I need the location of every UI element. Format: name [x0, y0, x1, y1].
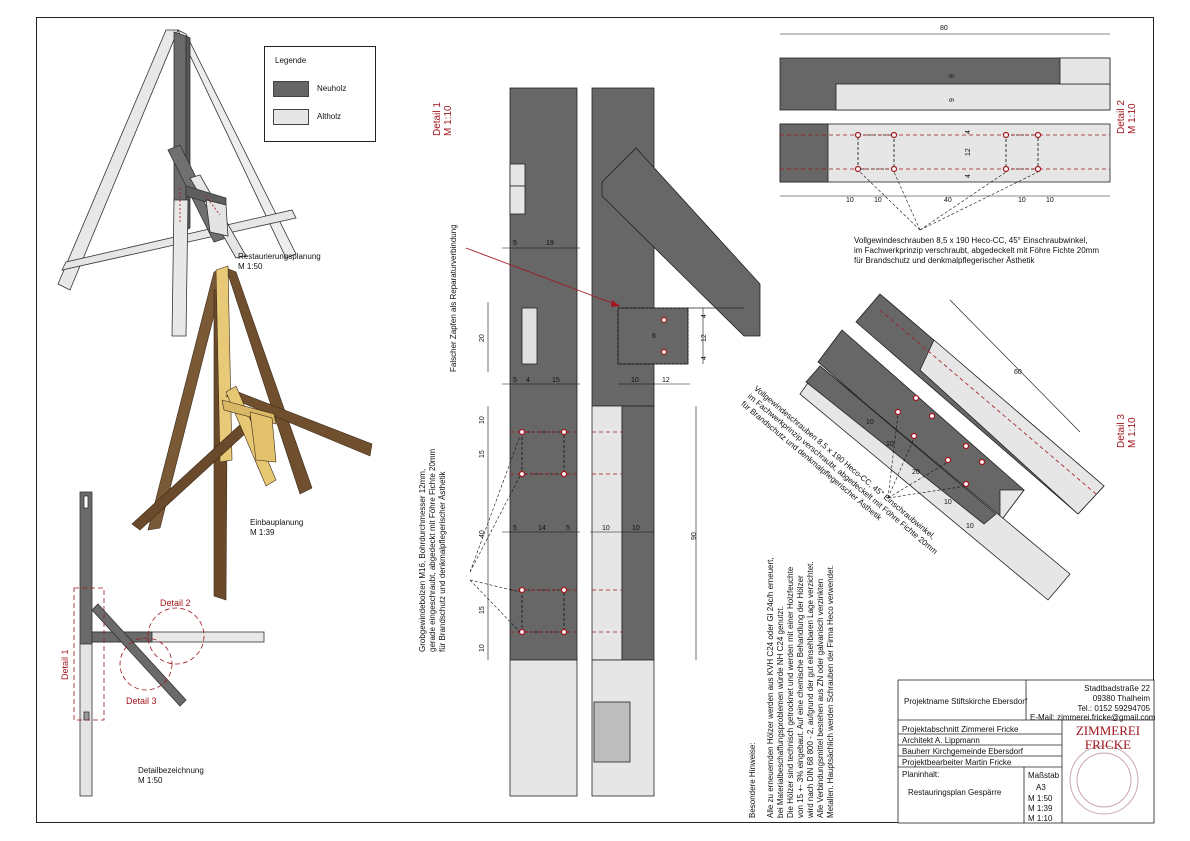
dim-label: 10 — [944, 499, 952, 506]
dim-label: 10 — [966, 523, 974, 530]
tb-massstab-label: Maßstab — [1028, 771, 1060, 780]
dim-label: 10 — [479, 644, 486, 652]
dim-label: 5 — [513, 377, 517, 384]
dim-label: 10 — [631, 377, 639, 384]
detail1-dimlines — [487, 247, 704, 660]
tb-planinhalt: Restauringsplan Gespärre — [908, 788, 1002, 797]
tb-scale-1: M 1:50 — [1028, 794, 1053, 803]
detail1-drawing — [509, 87, 761, 797]
logo-circle — [1069, 745, 1139, 815]
zapfen-note: Falscher Zapfen als Reparaturverbindung — [449, 224, 458, 372]
einbau-scale: M 1:39 — [250, 528, 275, 537]
dim-label: 4 — [701, 314, 708, 318]
dim-label: 10 — [866, 419, 874, 426]
tb-format: A3 — [1036, 783, 1046, 792]
zapfen-arrow — [465, 247, 621, 307]
dim-label: 40 — [479, 530, 486, 538]
callout-detail-3: Detail 3 — [126, 696, 157, 706]
legend-item-neuholz: Neuholz — [317, 84, 347, 93]
dim-label: 10 — [1046, 197, 1054, 204]
callout-detail-2: Detail 2 — [160, 598, 191, 608]
detailbez-view — [73, 491, 265, 797]
dim-label: 40 — [944, 197, 952, 204]
dim-label: 4 — [701, 356, 708, 360]
tb-bauherr: Bauherr Kirchgemeinde Ebersdorf — [902, 747, 1023, 756]
dim-label: 4 — [965, 174, 972, 178]
detail1-screw-dots — [518, 316, 668, 636]
dim-label: 15 — [479, 606, 486, 614]
titleblock-frame — [897, 679, 1155, 824]
detail2-screw-dots — [854, 131, 1042, 173]
dim-label: 10 — [632, 525, 640, 532]
legend-item-altholz: Altholz — [317, 112, 342, 121]
detail1-screws — [510, 431, 622, 633]
dim-label: 15 — [552, 377, 560, 384]
tb-scale-2: M 1:39 — [1028, 804, 1053, 813]
dim-label: 12 — [662, 377, 670, 384]
einbau-title: Einbauplanung — [250, 518, 304, 527]
legend-title: Legende — [275, 56, 307, 65]
dim-label: 10 — [479, 416, 486, 424]
dim-label: 4 — [526, 377, 530, 384]
dim-label: 10 — [874, 197, 882, 204]
tb-address: Stadtbadstraße 22 09380 Thalheim Tel.: 0… — [1077, 684, 1150, 713]
tb-scale-3: M 1:10 — [1028, 814, 1053, 823]
restaurierung-title: Restaurierungsplanung — [238, 252, 321, 261]
dim-label: 10 — [886, 441, 894, 448]
neuholz-swatch — [273, 81, 309, 97]
detail3-drawing — [799, 293, 1105, 601]
dim-label: 12 — [965, 148, 972, 156]
detailbez-scale: M 1:50 — [138, 776, 163, 785]
tb-abschnitt: Projektabschnitt Zimmerei Fricke — [902, 725, 1019, 734]
detail1-leaders — [469, 435, 521, 633]
dim-label: 10 — [1018, 197, 1026, 204]
restaurierung-view — [57, 29, 297, 337]
dim-label: 80 — [940, 25, 948, 32]
tb-projektname: Projektname Stiftskirche Ebersdorf — [904, 697, 1028, 706]
dim-label: 20 — [479, 334, 486, 342]
dim-label: 10 — [602, 525, 610, 532]
tb-email: E-Mail: zimmerei.fricke@gmail.com — [1030, 713, 1156, 722]
dim-label: 4 — [965, 130, 972, 134]
dim-label: 6 — [652, 333, 656, 340]
dim-label: 20 — [912, 469, 920, 476]
dim-label: 14 — [538, 525, 546, 532]
tb-architekt: Architekt A. Lippmann — [902, 736, 980, 745]
dim-label: 12 — [701, 334, 708, 342]
detail3-leaders — [887, 413, 967, 499]
vollgewinde-note: Vollgewindeschrauben 8,5 x 190 Heco-CC, … — [854, 236, 1099, 265]
tb-bearbeiter: Projektbearbeiter Martin Fricke — [902, 758, 1012, 767]
detailbez-title: Detailbezeichnung — [138, 766, 204, 775]
detail3-screw-dots — [894, 394, 986, 488]
dim-label: 19 — [546, 240, 554, 247]
dim-label: 90 — [691, 532, 698, 540]
zapfen-arrowhead — [611, 300, 620, 307]
dim-label: 9 — [949, 98, 956, 102]
dim-label: 5 — [513, 240, 517, 247]
legend: Legende Neuholz Altholz — [264, 46, 376, 142]
dim-label: 5 — [513, 525, 517, 532]
restaurierung-scale: M 1:50 — [238, 262, 263, 271]
hinweise-note: Besondere Hinweise: Alle zu erneuernden … — [748, 557, 835, 818]
dim-label: 60 — [1014, 369, 1022, 376]
company-logo: ZIMMEREI FRICKE — [1075, 723, 1141, 752]
grobgewinde-note: Grobgewindebolzen M16, Bohrdurchmesser 1… — [418, 448, 447, 652]
dim-label: 9 — [949, 74, 956, 78]
dim-label: 5 — [566, 525, 570, 532]
dim-label: 10 — [846, 197, 854, 204]
einbau-view — [131, 265, 373, 601]
tb-planinhalt-label: Planinhalt: — [902, 770, 940, 779]
dim-label: 15 — [479, 450, 486, 458]
detail2-drawing — [779, 33, 1111, 197]
detail2-leaders — [859, 171, 1039, 231]
altholz-swatch — [273, 109, 309, 125]
callout-detail-1: Detail 1 — [60, 649, 70, 680]
drawing-frame — [36, 17, 1154, 823]
